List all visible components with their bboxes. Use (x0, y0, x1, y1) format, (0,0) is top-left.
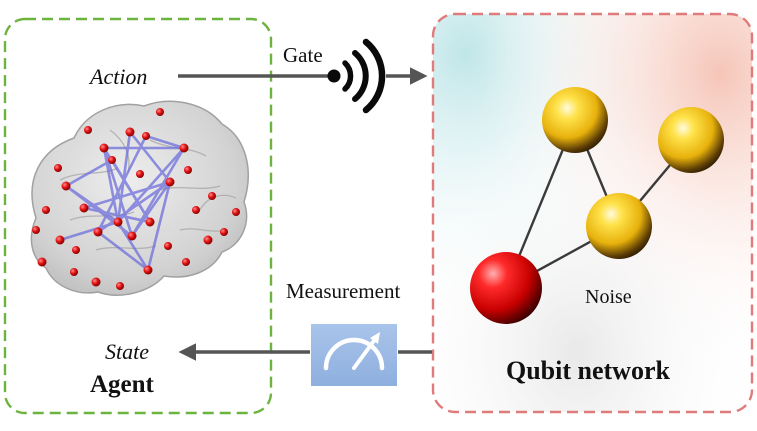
agent-box (3, 17, 273, 415)
action-label: Action (90, 64, 148, 89)
measured-qubit-node (470, 252, 542, 324)
qubit-node (586, 193, 652, 259)
measurement-label: Measurement (286, 279, 401, 303)
brain-network-icon (30, 100, 249, 296)
gate-label: Gate (283, 43, 323, 67)
state-label: State (105, 339, 149, 364)
signal-waves-icon (327, 38, 386, 114)
meter-gauge-icon (311, 324, 397, 386)
qubit-node (542, 87, 608, 153)
qubit-graph (470, 87, 724, 324)
agent-title: Agent (90, 371, 154, 398)
qubit-network-title: Qubit network (506, 356, 670, 385)
qubit-node (658, 107, 724, 173)
noise-label: Noise (585, 286, 632, 308)
